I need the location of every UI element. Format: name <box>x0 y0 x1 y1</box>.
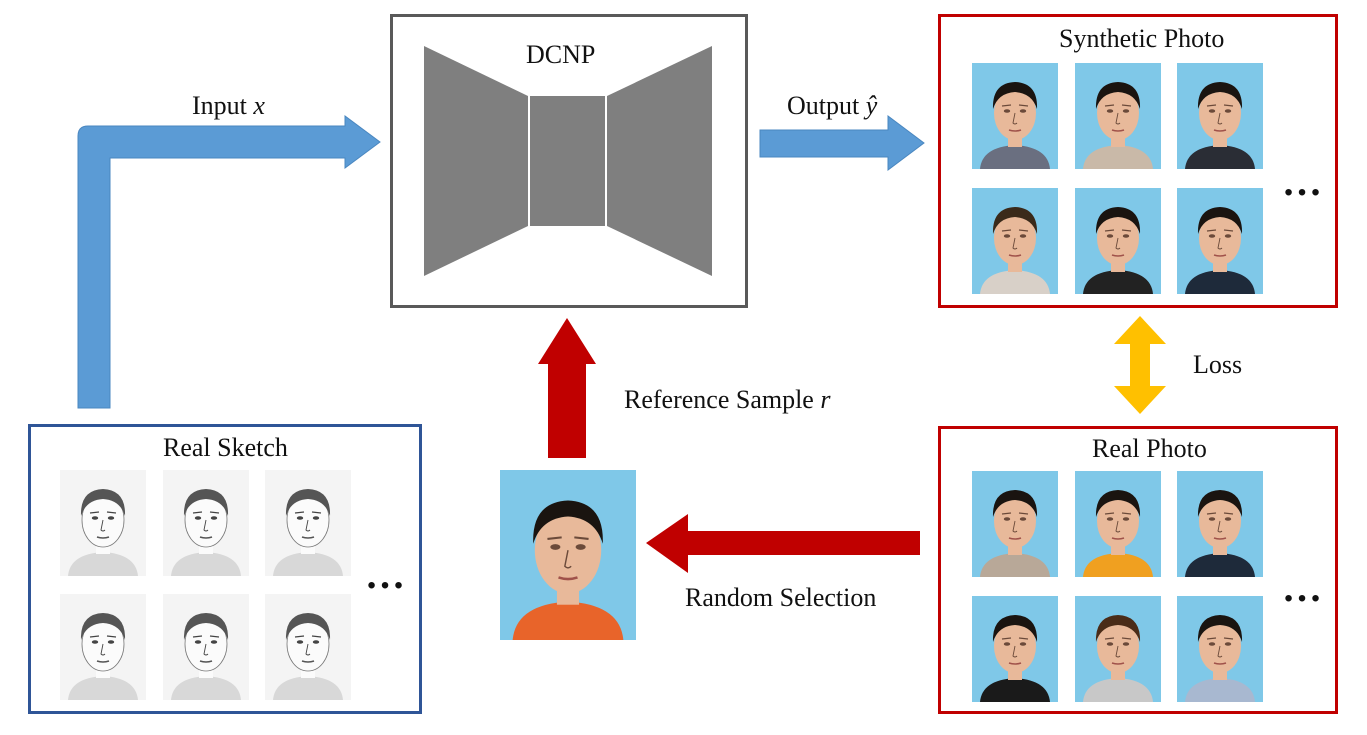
synthetic-thumbnail-6 <box>1177 188 1263 294</box>
sketch-thumbnail-6 <box>265 594 351 700</box>
encoder-trapezoid <box>424 46 528 276</box>
random-selection-arrow <box>646 514 920 573</box>
random-selection-label: Random Selection <box>685 583 877 612</box>
synthetic-thumbnail-4 <box>972 188 1058 294</box>
output-arrow <box>759 115 925 171</box>
sketch-thumbnail-1 <box>60 470 146 576</box>
reference-arrow <box>538 318 596 458</box>
real-thumbnail-6 <box>1177 596 1263 702</box>
real-sketch-title: Real Sketch <box>163 433 288 462</box>
real-photo-title: Real Photo <box>1092 434 1207 463</box>
reference-label: Reference Sample r <box>624 385 831 414</box>
loss-arrow <box>1114 316 1166 414</box>
synthetic-thumbnail-5 <box>1075 188 1161 294</box>
reference-sample-photo <box>500 470 636 640</box>
dcnp-title: DCNP <box>526 40 596 69</box>
real-sketch-ellipsis: … <box>365 552 407 597</box>
synthetic-photo-title: Synthetic Photo <box>1059 24 1225 53</box>
sketch-thumbnail-4 <box>60 594 146 700</box>
synthetic-thumbnail-3 <box>1177 63 1263 169</box>
synthetic-thumbnail-2 <box>1075 63 1161 169</box>
real-thumbnail-2 <box>1075 471 1161 577</box>
real-thumbnail-3 <box>1177 471 1263 577</box>
input-arrow <box>77 115 381 409</box>
synthetic-photo-ellipsis: … <box>1282 159 1324 204</box>
dcnp-network <box>424 46 712 276</box>
synthetic-thumbnail-1 <box>972 63 1058 169</box>
input-label: Input x <box>192 91 265 120</box>
loss-label: Loss <box>1193 350 1243 379</box>
sketch-thumbnail-2 <box>163 470 249 576</box>
real-thumbnail-4 <box>972 596 1058 702</box>
sketch-thumbnail-5 <box>163 594 249 700</box>
sketch-thumbnail-3 <box>265 470 351 576</box>
output-label: Output ŷ <box>787 91 878 120</box>
real-thumbnail-1 <box>972 471 1058 577</box>
decoder-trapezoid <box>607 46 712 276</box>
bottleneck-block <box>530 96 605 226</box>
real-thumbnail-5 <box>1075 596 1161 702</box>
real-photo-ellipsis: … <box>1282 565 1324 610</box>
